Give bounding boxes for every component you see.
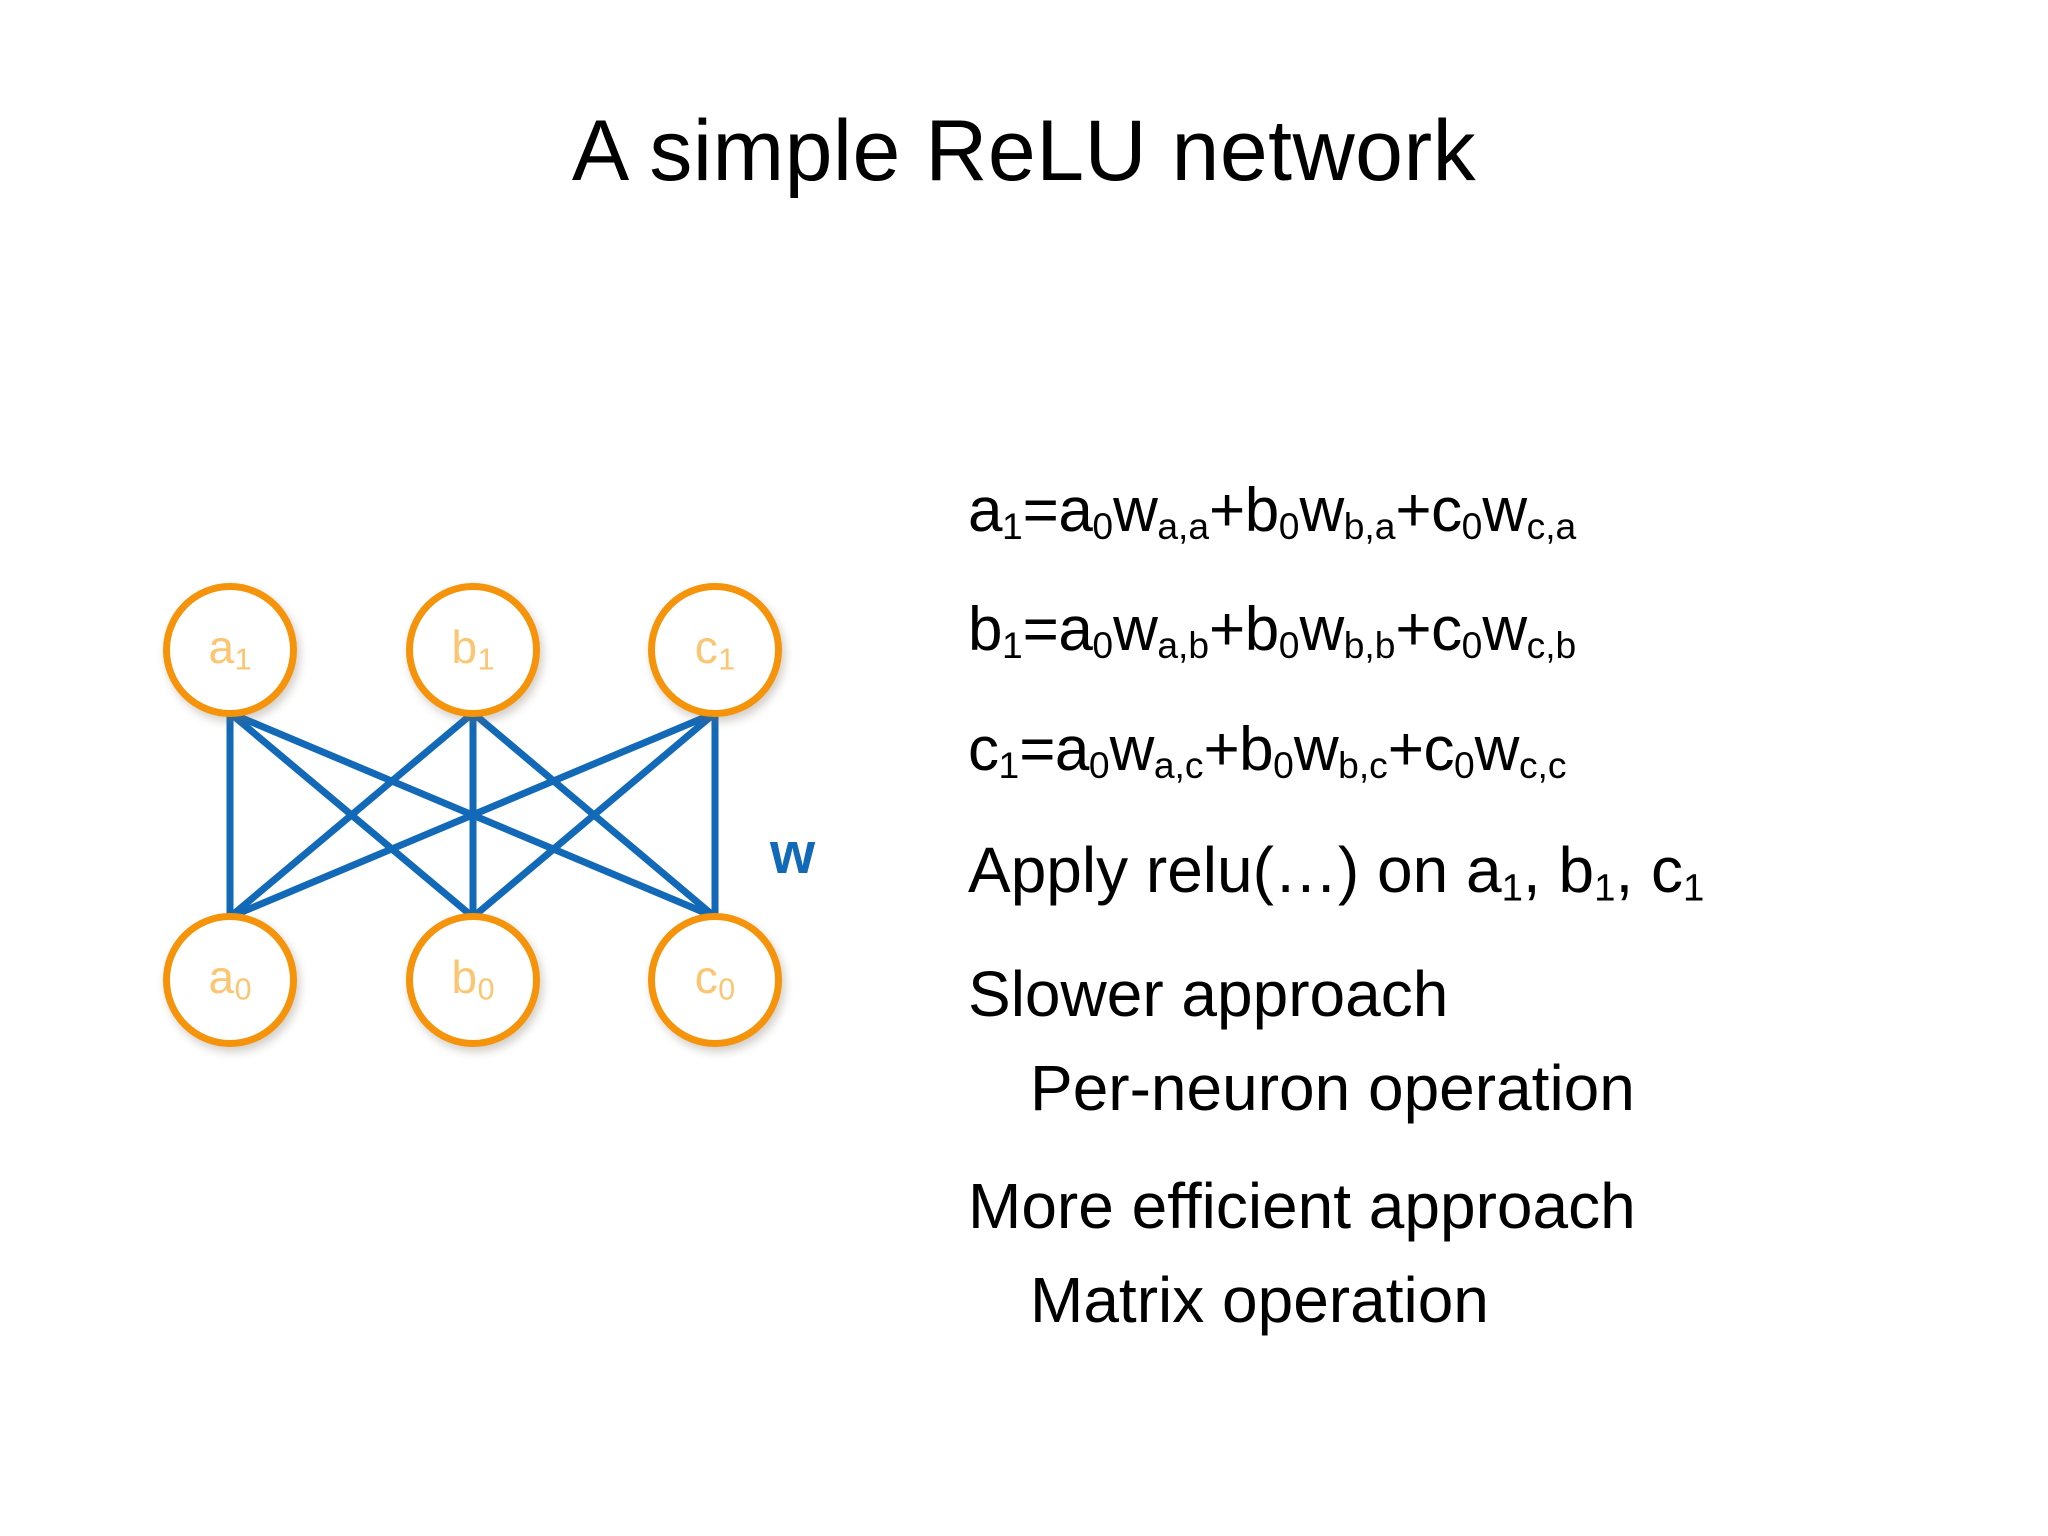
subscript: b,b bbox=[1343, 624, 1396, 667]
text-run: w bbox=[1109, 714, 1155, 784]
network-edges bbox=[226, 709, 719, 921]
matrix-operation: Matrix operation bbox=[968, 1268, 1968, 1332]
page-title: A simple ReLU network bbox=[571, 103, 1477, 199]
subscript: 1 bbox=[1594, 866, 1616, 910]
subscript: 0 bbox=[1092, 505, 1114, 548]
equation-a1: a1=a0wa,a+b0wb,a+c0wc,a bbox=[968, 480, 1968, 545]
equation-b1: b1=a0wa,b+b0wb,b+c0wc,b bbox=[968, 599, 1968, 664]
subscript: a,c bbox=[1153, 743, 1204, 786]
text-run: Apply relu(…) on a bbox=[968, 834, 1502, 907]
subscript: 0 bbox=[1278, 624, 1300, 667]
subscript: 1 bbox=[998, 743, 1020, 786]
text-run: =a bbox=[1022, 595, 1093, 665]
neuron-label-a1: a1 bbox=[208, 620, 252, 677]
subscript: c,b bbox=[1526, 624, 1577, 667]
network-edge bbox=[226, 709, 719, 921]
neuron-node-a1[interactable]: a1 bbox=[163, 583, 297, 717]
subscript: 0 bbox=[1461, 505, 1483, 548]
text-run: Per-neuron operation bbox=[1030, 1051, 1635, 1124]
neuron-subscript: 0 bbox=[718, 973, 736, 1007]
text-run: w bbox=[1293, 714, 1339, 784]
text-run: w bbox=[1113, 476, 1158, 545]
subscript: b,c bbox=[1338, 743, 1388, 786]
neuron-label-b0: b0 bbox=[451, 950, 495, 1007]
subscript: 1 bbox=[1001, 624, 1023, 667]
neuron-subscript: 1 bbox=[477, 643, 495, 677]
subscript: b,a bbox=[1343, 505, 1396, 548]
subscript: 1 bbox=[1001, 505, 1023, 548]
network-diagram: a1 b1 c1 a0 b0 c0 w bbox=[130, 560, 815, 1080]
subscript: 0 bbox=[1088, 743, 1110, 786]
neuron-node-b1[interactable]: b1 bbox=[406, 583, 540, 717]
network-edge bbox=[226, 709, 477, 921]
text-run: w bbox=[1299, 476, 1344, 545]
neuron-node-b0[interactable]: b0 bbox=[406, 913, 540, 1047]
text-run: w bbox=[1474, 714, 1520, 784]
subscript: 0 bbox=[1461, 624, 1483, 667]
text-run: w bbox=[1482, 476, 1527, 545]
text-run: b bbox=[968, 595, 1002, 665]
text-run: =a bbox=[1019, 714, 1089, 784]
text-run: +b bbox=[1209, 595, 1279, 665]
subscript: 1 bbox=[1683, 866, 1705, 910]
neuron-subscript: 1 bbox=[718, 643, 736, 677]
subscript: 0 bbox=[1092, 624, 1114, 667]
weight-label: w bbox=[770, 821, 816, 886]
neuron-node-a0[interactable]: a0 bbox=[163, 913, 297, 1047]
subscript: c,c bbox=[1518, 743, 1567, 786]
subscript: 0 bbox=[1273, 743, 1294, 786]
neuron-subscript: 1 bbox=[234, 643, 252, 677]
neuron-subscript: 0 bbox=[477, 973, 495, 1007]
neuron-label-c0: c0 bbox=[694, 950, 736, 1007]
text-run: More efficient approach bbox=[968, 1169, 1636, 1242]
text-run: w bbox=[1299, 595, 1344, 665]
text-run: Matrix operation bbox=[1030, 1263, 1489, 1336]
text-run: , c bbox=[1615, 834, 1683, 907]
text-run: +c bbox=[1387, 714, 1455, 784]
neuron-node-c1[interactable]: c1 bbox=[648, 583, 782, 717]
neuron-label-c1: c1 bbox=[694, 620, 736, 677]
text-run: Slower approach bbox=[968, 957, 1449, 1030]
text-run: =a bbox=[1022, 476, 1093, 545]
subscript: a,b bbox=[1157, 624, 1210, 667]
text-run: w bbox=[1113, 595, 1158, 665]
text-run: c bbox=[968, 714, 999, 784]
text-run: w bbox=[1482, 595, 1527, 665]
neuron-label-a0: a0 bbox=[208, 950, 252, 1007]
text-run: +c bbox=[1395, 595, 1462, 665]
apply-relu: Apply relu(…) on a1, b1, c1 bbox=[968, 838, 1968, 908]
slower-approach: Slower approach bbox=[968, 962, 1968, 1026]
text-run: +c bbox=[1395, 476, 1462, 545]
subscript: 1 bbox=[1501, 866, 1523, 910]
subscript: c,a bbox=[1526, 505, 1577, 548]
network-edge bbox=[469, 709, 719, 921]
neuron-node-c0[interactable]: c0 bbox=[648, 913, 782, 1047]
text-run: +b bbox=[1203, 714, 1274, 784]
subscript: 0 bbox=[1453, 743, 1475, 786]
neuron-label-b1: b1 bbox=[451, 620, 495, 677]
equation-c1: c1=a0wa,c+b0wb,c+c0wc,c bbox=[968, 718, 1968, 786]
subscript: a,a bbox=[1157, 505, 1210, 548]
text-run: a bbox=[968, 476, 1002, 545]
neuron-subscript: 0 bbox=[234, 973, 252, 1007]
more-efficient-approach: More efficient approach bbox=[968, 1174, 1968, 1238]
text-run: +b bbox=[1209, 476, 1279, 545]
subscript: 0 bbox=[1278, 505, 1300, 548]
per-neuron-operation: Per-neuron operation bbox=[968, 1056, 1968, 1120]
text-run: , b bbox=[1522, 834, 1595, 907]
